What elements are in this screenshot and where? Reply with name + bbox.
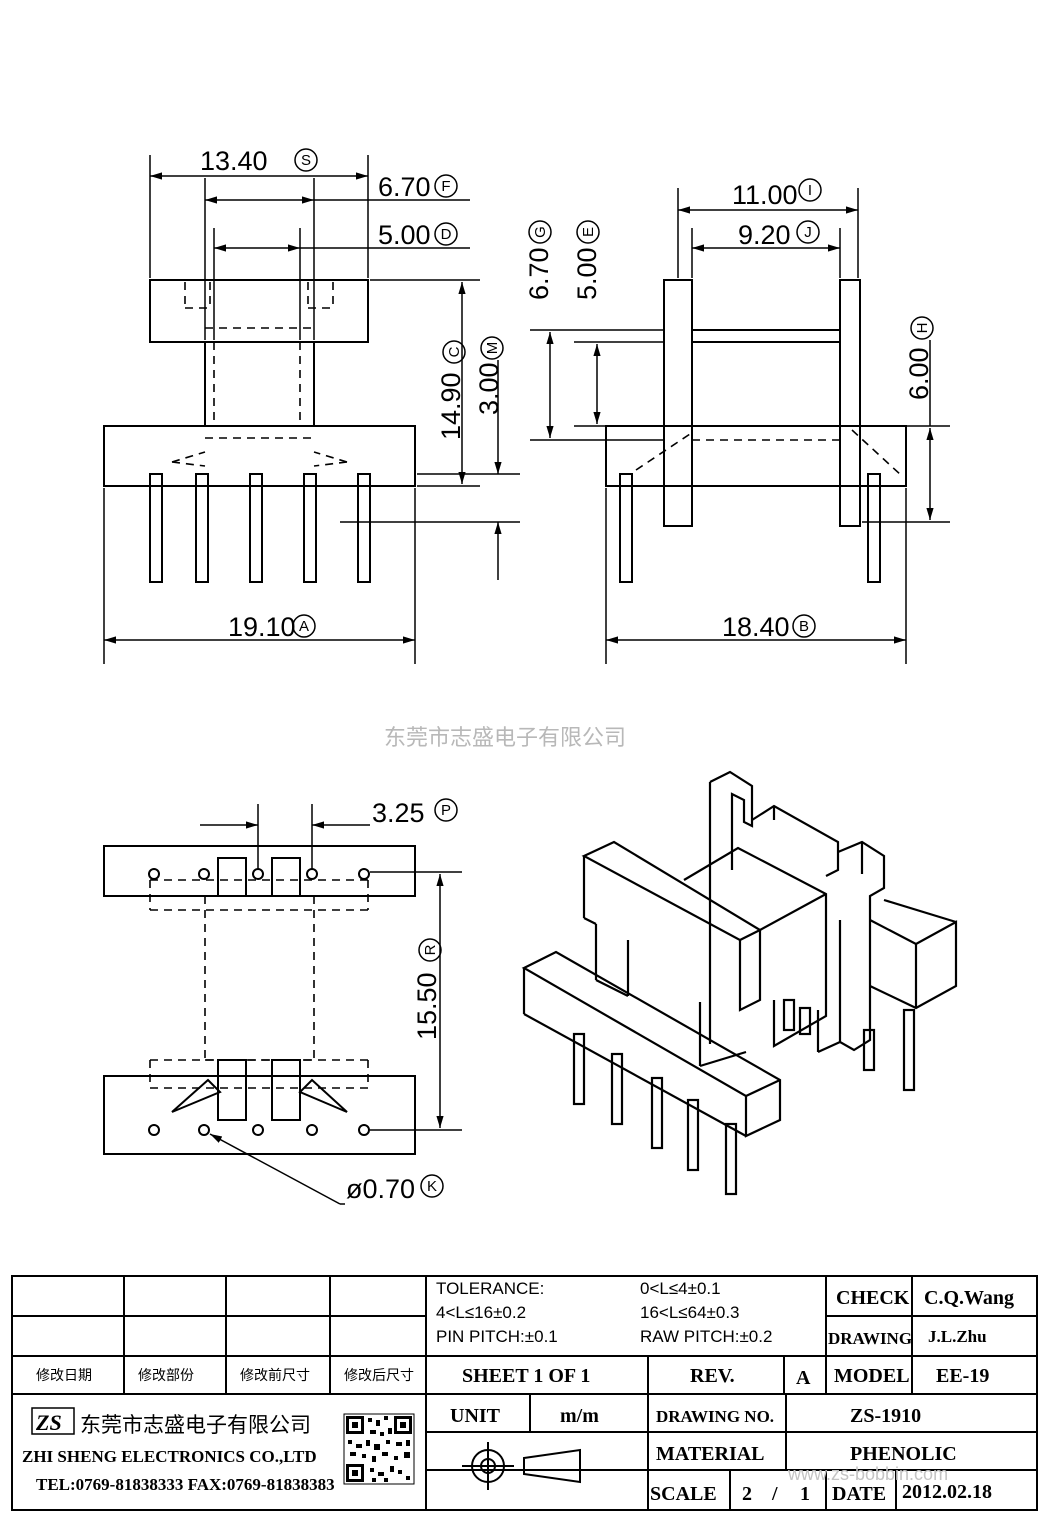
- unit-label: UNIT: [450, 1405, 501, 1427]
- dim-S-value: 13.40: [200, 146, 268, 176]
- dim-H-value: 6.00: [904, 347, 934, 400]
- tolerance-pin-pitch: PIN PITCH:±0.1: [436, 1327, 558, 1346]
- dim-E-value: 5.00: [572, 247, 602, 300]
- unit-value: m/m: [560, 1405, 599, 1427]
- rev-header-date: 修改日期: [36, 1368, 92, 1384]
- scale-numerator: 2: [742, 1483, 752, 1505]
- dim-C-letter: C: [446, 346, 463, 357]
- dim-K-letter: K: [427, 1178, 437, 1195]
- dim-A-letter: A: [299, 618, 309, 635]
- tolerance-label: TOLERANCE:: [436, 1279, 544, 1298]
- bottom-view: [103, 845, 416, 1155]
- rev-label: REV.: [690, 1365, 735, 1387]
- dim-H-letter: H: [914, 323, 931, 334]
- bottom-view-dimensions: [200, 804, 462, 1205]
- tolerance-line3: 16<L≤64±0.3: [640, 1303, 740, 1322]
- watermark-company: 东莞市志盛电子有限公司: [384, 726, 626, 751]
- dim-J-letter: J: [804, 224, 812, 241]
- dim-I-letter: I: [808, 182, 812, 199]
- dim-R-letter: R: [422, 944, 439, 955]
- dim-B-letter: B: [799, 618, 809, 635]
- company-logo-icon: ZS: [31, 1407, 75, 1435]
- material-label: MATERIAL: [656, 1443, 765, 1465]
- material-value: PHENOLIC: [850, 1443, 957, 1465]
- dim-E-letter: E: [580, 227, 597, 237]
- dimension-letter-circles: [292, 148, 934, 1198]
- sheet-label: SHEET 1 OF 1: [462, 1365, 590, 1387]
- company-name-cn: 东莞市志盛电子有限公司: [80, 1413, 311, 1437]
- qr-code-icon: [343, 1413, 415, 1485]
- dim-M-letter: M: [484, 342, 501, 355]
- rev-header-part: 修改部份: [138, 1368, 194, 1384]
- dim-D-letter: D: [441, 226, 452, 243]
- dim-R-value: 15.50: [412, 972, 442, 1040]
- dim-I-value: 11.00: [732, 180, 798, 210]
- rev-value: A: [796, 1367, 811, 1389]
- model-label: MODEL: [834, 1365, 910, 1387]
- projection-symbol-icon: [462, 1442, 581, 1490]
- dim-P-value: 3.25: [372, 798, 425, 828]
- dim-C-value: 14.90: [436, 372, 466, 440]
- dim-M-value: 3.00: [474, 362, 504, 415]
- check-value: C.Q.Wang: [924, 1287, 1014, 1309]
- tolerance-line1: 0<L≤4±0.1: [640, 1279, 721, 1298]
- front-view-dimensions: [103, 155, 520, 664]
- tolerance-line2: 4<L≤16±0.2: [436, 1303, 526, 1322]
- drawing-value: J.L.Zhu: [928, 1327, 987, 1346]
- dim-G-letter: G: [532, 226, 549, 238]
- model-value: EE-19: [936, 1365, 989, 1387]
- company-contact: TEL:0769-81838333 FAX:0769-81838383: [36, 1475, 335, 1494]
- dim-G-value: 6.70: [524, 247, 554, 300]
- drawing-label: DRAWING: [828, 1329, 912, 1348]
- dimension-letters: S F D C M A I J G E H B P R K: [299, 152, 931, 1195]
- check-label: CHECK: [836, 1287, 910, 1309]
- date-label: DATE: [832, 1483, 886, 1505]
- dim-K-value: ø0.70: [346, 1174, 415, 1204]
- rev-header-after: 修改后尺寸: [344, 1368, 414, 1384]
- drawing-no-value: ZS-1910: [850, 1405, 921, 1427]
- dim-F-letter: F: [441, 178, 450, 195]
- company-name-en: ZHI SHENG ELECTRONICS CO.,LTD: [22, 1447, 317, 1466]
- side-view-dimensions: [530, 188, 950, 664]
- dim-A-value: 19.10: [228, 612, 296, 642]
- tolerance-raw-pitch: RAW PITCH:±0.2: [640, 1327, 772, 1346]
- pin-holes: [148, 868, 370, 1136]
- scale-label: SCALE: [650, 1483, 717, 1505]
- title-block-text: 修改日期 修改部份 修改前尺寸 修改后尺寸 TOLERANCE: 0<L≤4±0…: [22, 1279, 1014, 1505]
- dimension-labels: 13.40 6.70 5.00 14.90 3.00 19.10 11.00 9…: [200, 146, 934, 1204]
- title-block-grid: [11, 1275, 1038, 1511]
- dim-S-letter: S: [301, 152, 311, 169]
- dim-J-value: 9.20: [738, 220, 791, 250]
- dim-B-value: 18.40: [722, 612, 790, 642]
- isometric-view: [521, 770, 958, 1196]
- rev-header-before: 修改前尺寸: [240, 1367, 310, 1384]
- dim-P-letter: P: [441, 802, 451, 819]
- svg-text:ZS: ZS: [35, 1410, 62, 1435]
- watermark-url: www.zs-bobbin.com: [787, 1464, 948, 1484]
- side-view: [605, 279, 907, 583]
- scale-denominator: 1: [800, 1483, 810, 1505]
- dim-F-value: 6.70: [378, 172, 431, 202]
- dim-D-value: 5.00: [378, 220, 431, 250]
- date-value: 2012.02.18: [902, 1481, 992, 1503]
- front-view: [103, 279, 416, 583]
- scale-separator: /: [771, 1483, 778, 1505]
- drawing-no-label: DRAWING NO.: [656, 1407, 774, 1426]
